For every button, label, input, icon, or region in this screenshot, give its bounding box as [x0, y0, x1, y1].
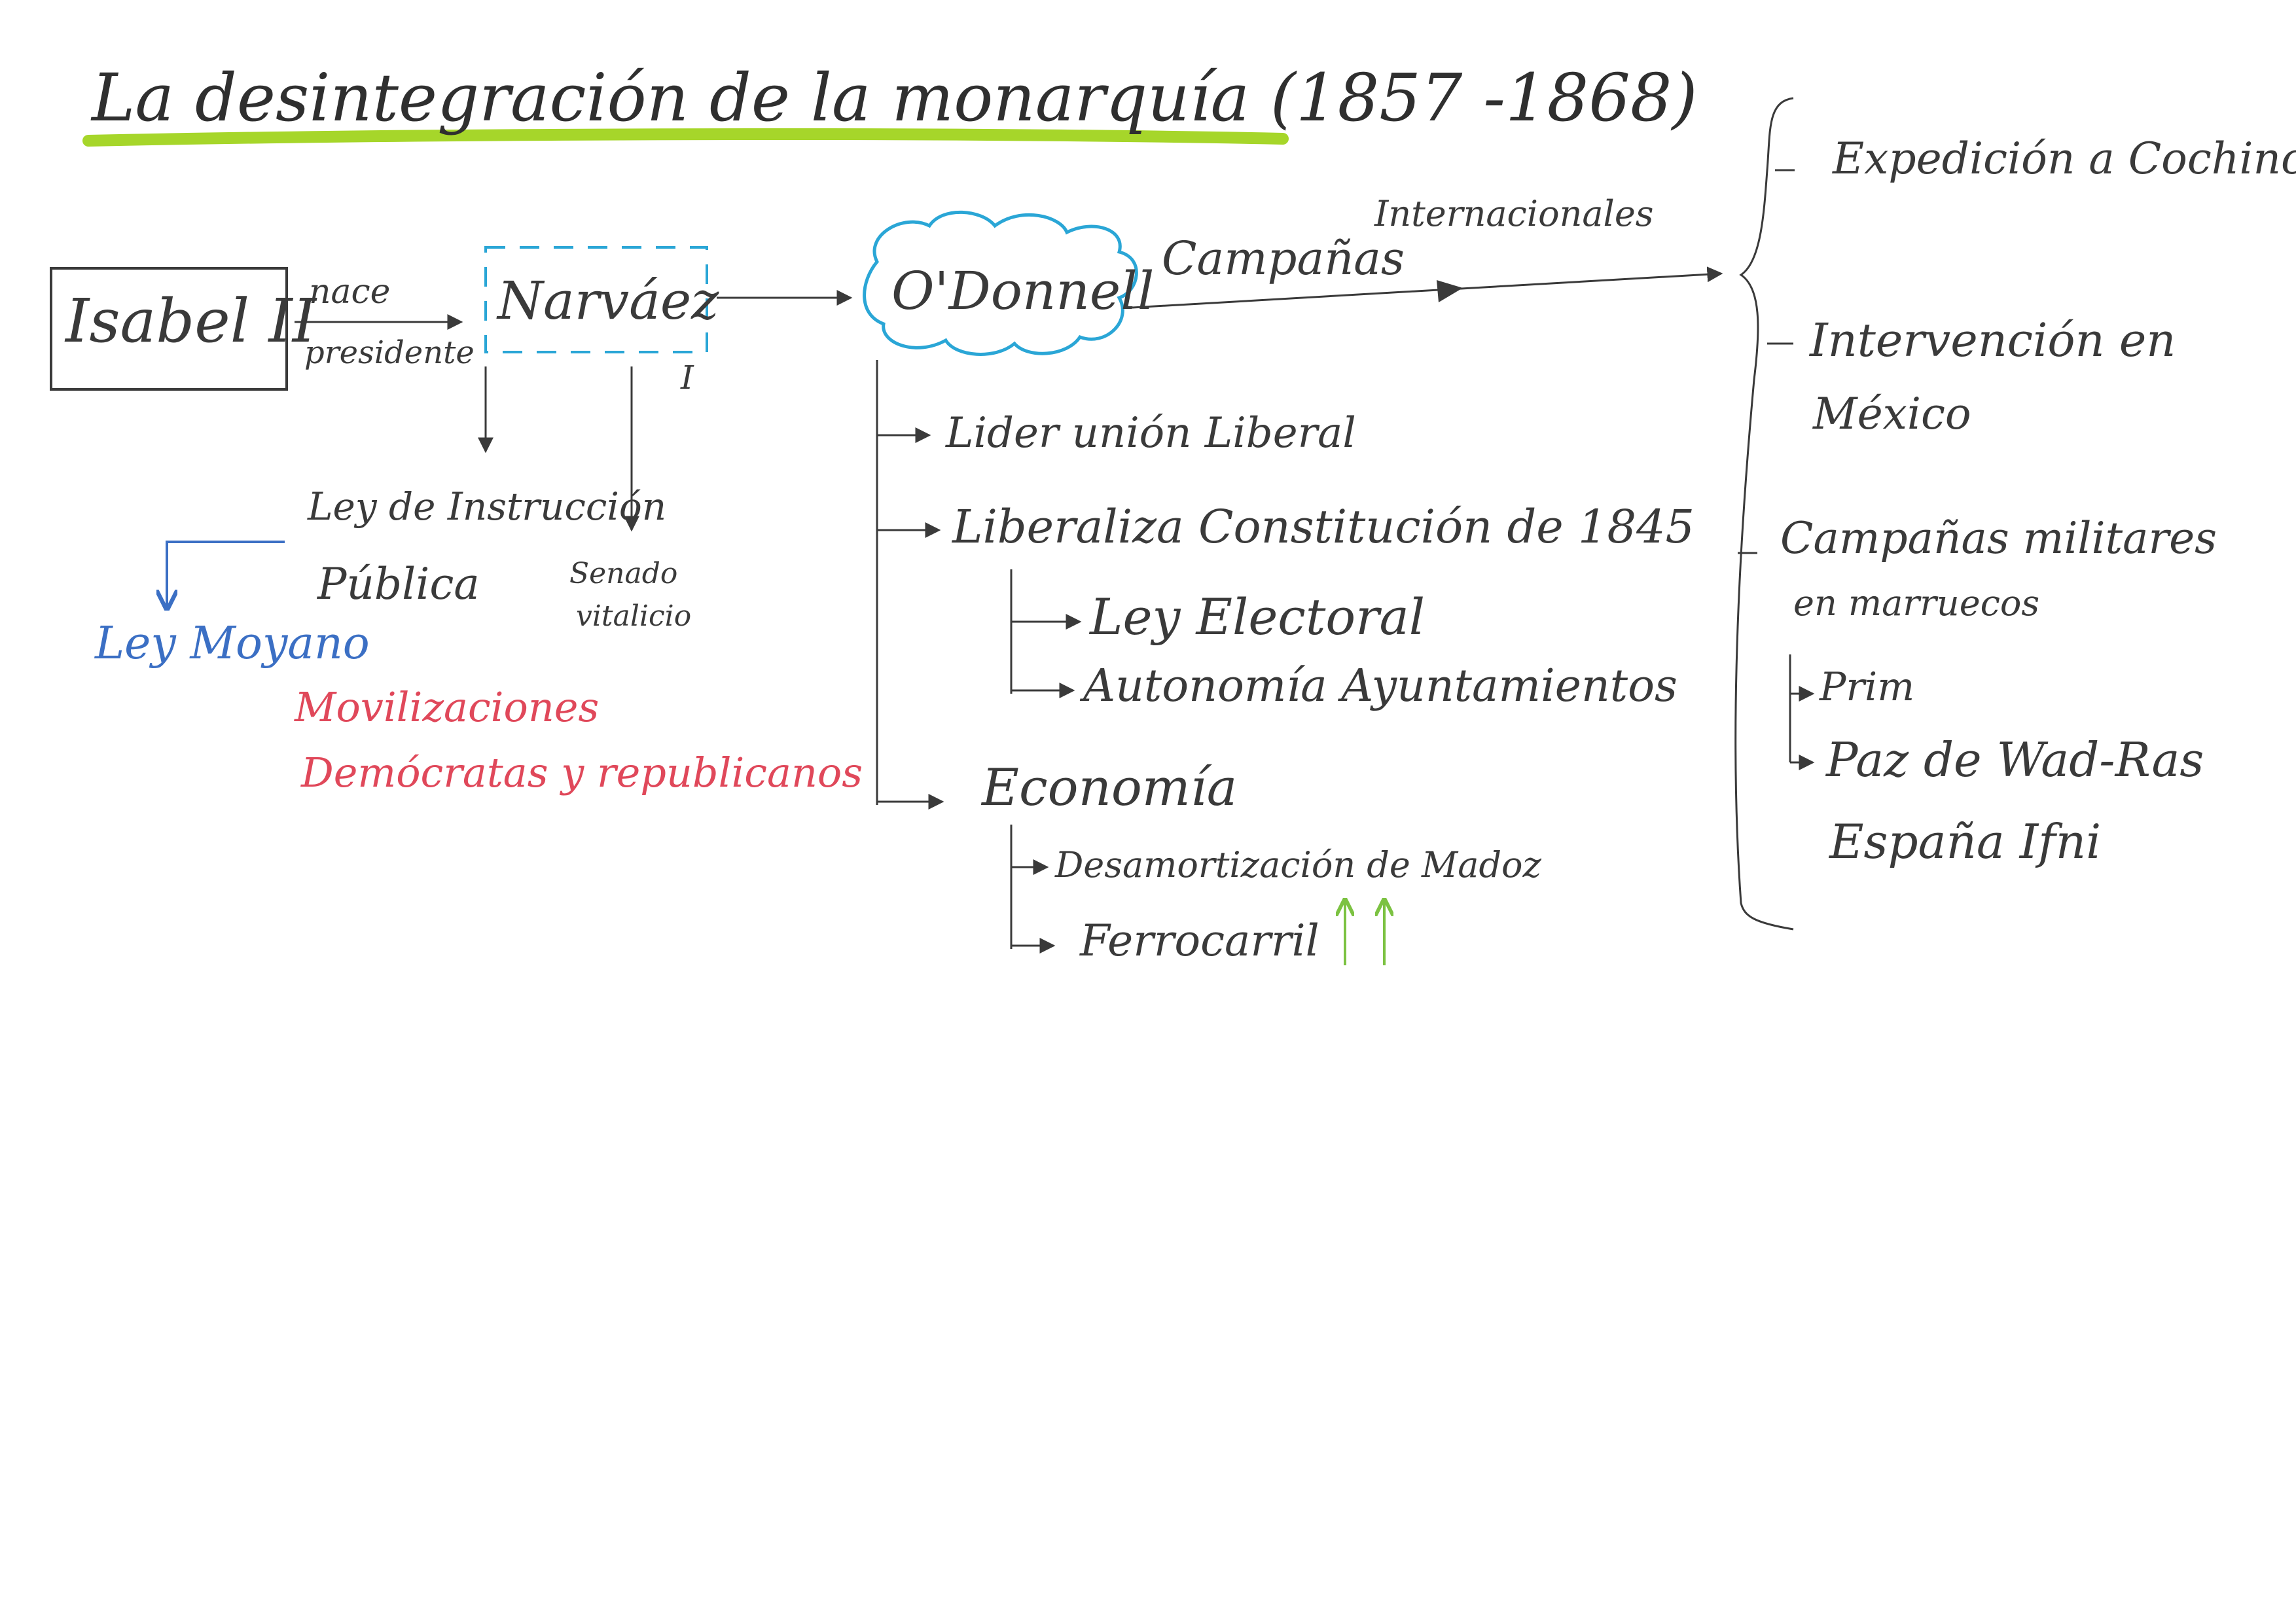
intervencion-line1: Intervención en: [1810, 313, 2176, 367]
paz-line1: Paz de Wad-Ras: [1826, 732, 2204, 787]
movilizaciones-line1: Movilizaciones: [295, 683, 600, 731]
ley-instruccion-line2: Pública: [317, 559, 480, 609]
campanas-militares-line2: en marruecos: [1793, 582, 2040, 624]
narvaez-box: [484, 246, 708, 353]
edge-ley-moyano: [167, 541, 285, 609]
narvaez-mark: I: [681, 359, 694, 397]
narvaez-label: Narváez: [497, 270, 719, 331]
odonnell-label: O'Donnell: [891, 260, 1155, 321]
edge-campanas: [1132, 266, 1723, 309]
senado-line1: Senado: [569, 557, 678, 590]
item-ley-electoral: Ley Electoral: [1090, 588, 1426, 646]
odonnell-cloud: [863, 210, 1138, 356]
edge-label-nace: nace: [309, 272, 391, 312]
title-highlight: [82, 128, 1289, 147]
campanas-militares-line1: Campañas militares: [1780, 513, 2217, 563]
item-lider: Lider unión Liberal: [946, 409, 1356, 457]
isabel-box: [50, 267, 288, 391]
intervencion-line2: México: [1813, 389, 1971, 439]
ley-instruccion-line1: Ley de Instrucción: [308, 484, 667, 529]
senado-line2: vitalicio: [576, 599, 692, 633]
paz-line2: España Ifni: [1829, 814, 2102, 869]
movilizaciones-line2: Demócratas y republicanos: [301, 749, 863, 796]
campanas-label: Campañas: [1162, 232, 1405, 285]
edge-label-presidente: presidente: [304, 334, 475, 371]
isabel-label: Isabel II: [65, 286, 317, 356]
prim-label: Prim: [1820, 664, 1915, 710]
item-desamortizacion: Desamortización de Madoz: [1055, 844, 1541, 885]
item-ferrocarril: Ferrocarril: [1080, 916, 1319, 966]
ley-moyano: Ley Moyano: [95, 618, 370, 669]
item-economia: Economía: [982, 758, 1238, 817]
item-liberaliza: Liberaliza Constitución de 1845: [952, 500, 1695, 554]
internacionales-label: Internacionales: [1374, 193, 1654, 234]
page-title: La desintegración de la monarquía (1857 …: [92, 60, 1698, 136]
campanas-arrow-mark: [1437, 280, 1463, 302]
expedicion-label: Expedición a Cochinchina: [1833, 134, 2296, 184]
item-autonomia: Autonomía Ayuntamientos: [1083, 660, 1677, 712]
right-brace: [1734, 97, 1794, 931]
